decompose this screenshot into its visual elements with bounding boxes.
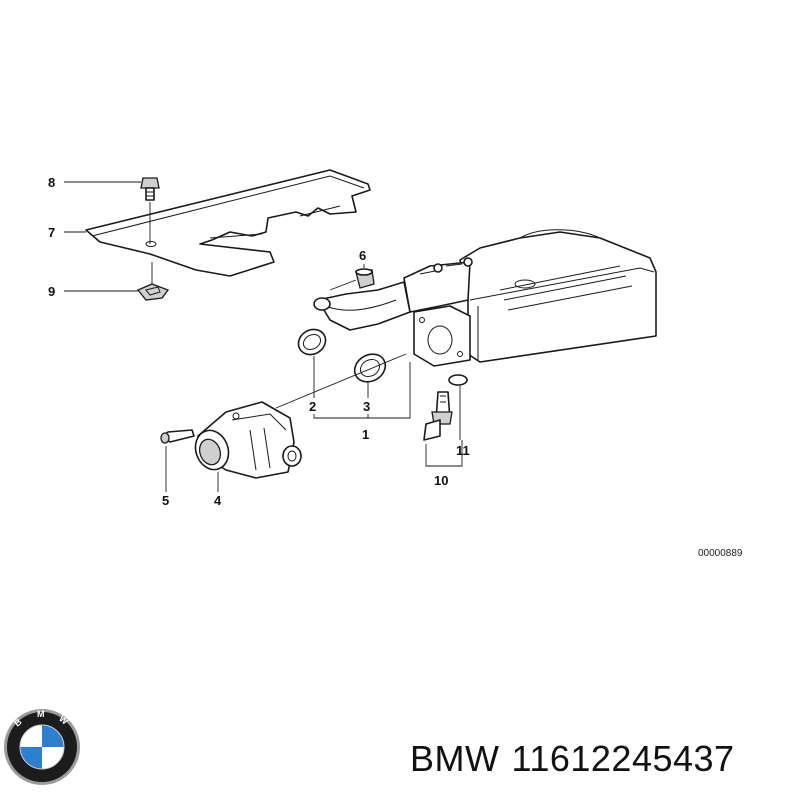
part-number-caption: BMW 11612245437 <box>410 738 735 780</box>
diagram-reference-number: 00000889 <box>698 548 743 559</box>
throttle-housing <box>194 401 302 479</box>
svg-text:M: M <box>37 709 45 719</box>
callout-6: 6 <box>359 248 366 263</box>
callout-4: 4 <box>214 493 222 508</box>
part-number: 11612245437 <box>511 738 735 779</box>
callout-1: 1 <box>362 427 369 442</box>
intake-manifold <box>313 229 657 367</box>
clip-nut <box>136 283 170 301</box>
callout-7: 7 <box>48 225 55 240</box>
sensor-seal-ring <box>448 374 468 386</box>
callout-2: 2 <box>309 399 316 414</box>
gasket-ring-2 <box>297 328 327 356</box>
temperature-sensor <box>423 391 453 441</box>
callout-11: 11 <box>456 443 470 458</box>
callout-10: 10 <box>434 473 448 488</box>
heat-shield-cover <box>85 169 371 277</box>
callout-3: 3 <box>363 399 370 414</box>
leader-lines <box>64 181 463 492</box>
callouts: 1 2 3 4 5 6 7 8 9 10 11 00000889 <box>48 175 743 559</box>
brand-name: BMW <box>410 738 500 779</box>
vacuum-nipple <box>355 268 375 289</box>
callout-5: 5 <box>162 493 169 508</box>
shield-bolt <box>140 177 160 201</box>
gasket-ring-3 <box>353 353 387 383</box>
bmw-roundel-icon: B M W <box>4 709 80 785</box>
svg-text:B: B <box>12 716 24 728</box>
callout-8: 8 <box>48 175 55 190</box>
housing-screw <box>160 429 195 444</box>
callout-9: 9 <box>48 284 55 299</box>
